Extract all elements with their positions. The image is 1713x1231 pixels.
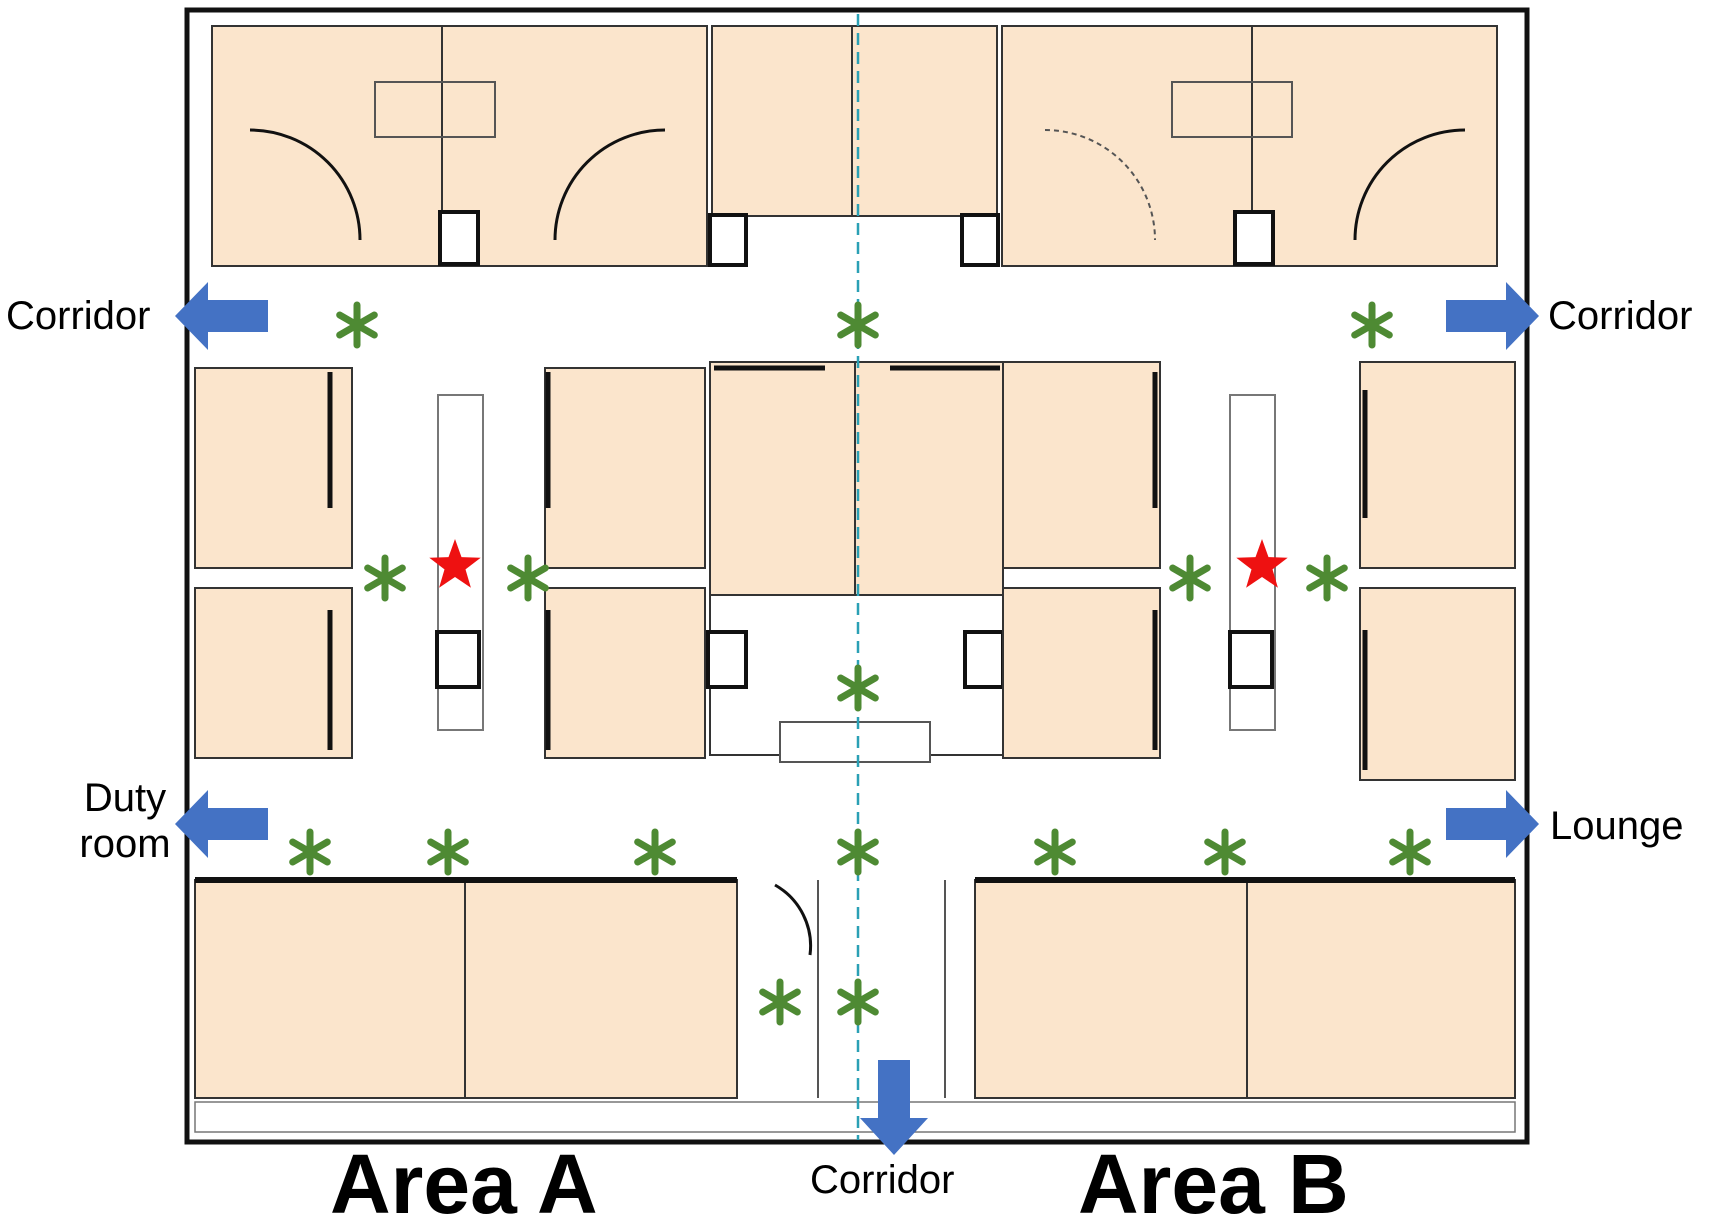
arrow-right-corridor [1446, 282, 1539, 350]
label-duty-room: Duty room [50, 778, 200, 864]
room-top-6 [1251, 25, 1498, 267]
workstation [435, 630, 481, 689]
asterisk-marker [759, 978, 801, 1026]
arrow-bottom-corridor [860, 1060, 928, 1155]
asterisk-marker [427, 828, 469, 876]
asterisk-marker [1306, 554, 1348, 602]
top-rooms [211, 25, 1498, 267]
room-center-1 [709, 361, 856, 596]
label-lounge: Lounge [1550, 804, 1684, 848]
room-top-1 [211, 25, 443, 267]
room-mid-left-1 [194, 367, 353, 569]
room-center-2 [854, 361, 1004, 596]
asterisk-marker [507, 554, 549, 602]
star-marker [1236, 539, 1288, 588]
asterisk-marker [364, 554, 406, 602]
workstation [708, 213, 748, 267]
room-bottom-2 [464, 879, 738, 1099]
door-arc [249, 128, 362, 241]
bottom-corridor-strip [194, 1101, 1516, 1133]
arrow-left-corridor [175, 282, 268, 350]
room-mid-2b [544, 587, 706, 759]
asterisk-marker [1034, 828, 1076, 876]
arrow-duty-room [175, 790, 268, 858]
asterisk-marker [289, 828, 331, 876]
room-top-4 [851, 25, 998, 217]
star-markers [429, 539, 1288, 588]
counter [779, 721, 931, 763]
bed [1171, 81, 1293, 138]
room-mid-left-2 [194, 587, 353, 759]
room-top-5 [1001, 25, 1253, 267]
asterisk-marker [1169, 554, 1211, 602]
asterisk-marker [837, 664, 879, 712]
workstation [1228, 630, 1274, 689]
arrows [175, 282, 1539, 1155]
arrow-lounge [1446, 790, 1539, 858]
asterisk-marker [634, 828, 676, 876]
label-corridor-right: Corridor [1548, 294, 1693, 338]
asterisk-marker [837, 301, 879, 349]
room-top-2 [441, 25, 708, 267]
asterisk-marker [837, 828, 879, 876]
workstation [706, 630, 748, 689]
wall [817, 880, 946, 1098]
room-mid-3a [1002, 361, 1161, 569]
door-arc [1353, 128, 1466, 241]
bed [374, 81, 496, 138]
room-top-3 [711, 25, 853, 217]
workstation [438, 210, 480, 266]
label-area-a: Area A [330, 1137, 598, 1231]
label-duty-room-line2: room [79, 822, 171, 866]
asterisk-marker [1204, 828, 1246, 876]
label-corridor-left: Corridor [6, 294, 151, 338]
label-area-b: Area B [1078, 1137, 1349, 1231]
asterisk-marker [837, 978, 879, 1026]
wall [327, 365, 1368, 770]
door-arc [553, 128, 666, 241]
star-marker [429, 539, 481, 588]
room-mid-right-2 [1359, 587, 1516, 781]
room-mid-right-1 [1359, 361, 1516, 569]
middle-rooms [194, 361, 1516, 781]
room-bottom-3 [974, 879, 1248, 1099]
room-mid-3b [1002, 587, 1161, 759]
workstation [1233, 210, 1275, 266]
room-bottom-4 [1246, 879, 1516, 1099]
door-arc [774, 883, 813, 956]
asterisk-markers [289, 301, 1431, 1026]
workstation [960, 213, 1000, 267]
room-bottom-1 [194, 879, 466, 1099]
room-mid-2a [544, 367, 706, 569]
label-corridor-bottom: Corridor [810, 1158, 955, 1202]
asterisk-marker [336, 301, 378, 349]
workstation [963, 630, 1005, 689]
bottom-rooms [194, 877, 1516, 1133]
asterisk-marker [1389, 828, 1431, 876]
asterisk-marker [1351, 301, 1393, 349]
label-duty-room-line1: Duty [83, 776, 167, 820]
